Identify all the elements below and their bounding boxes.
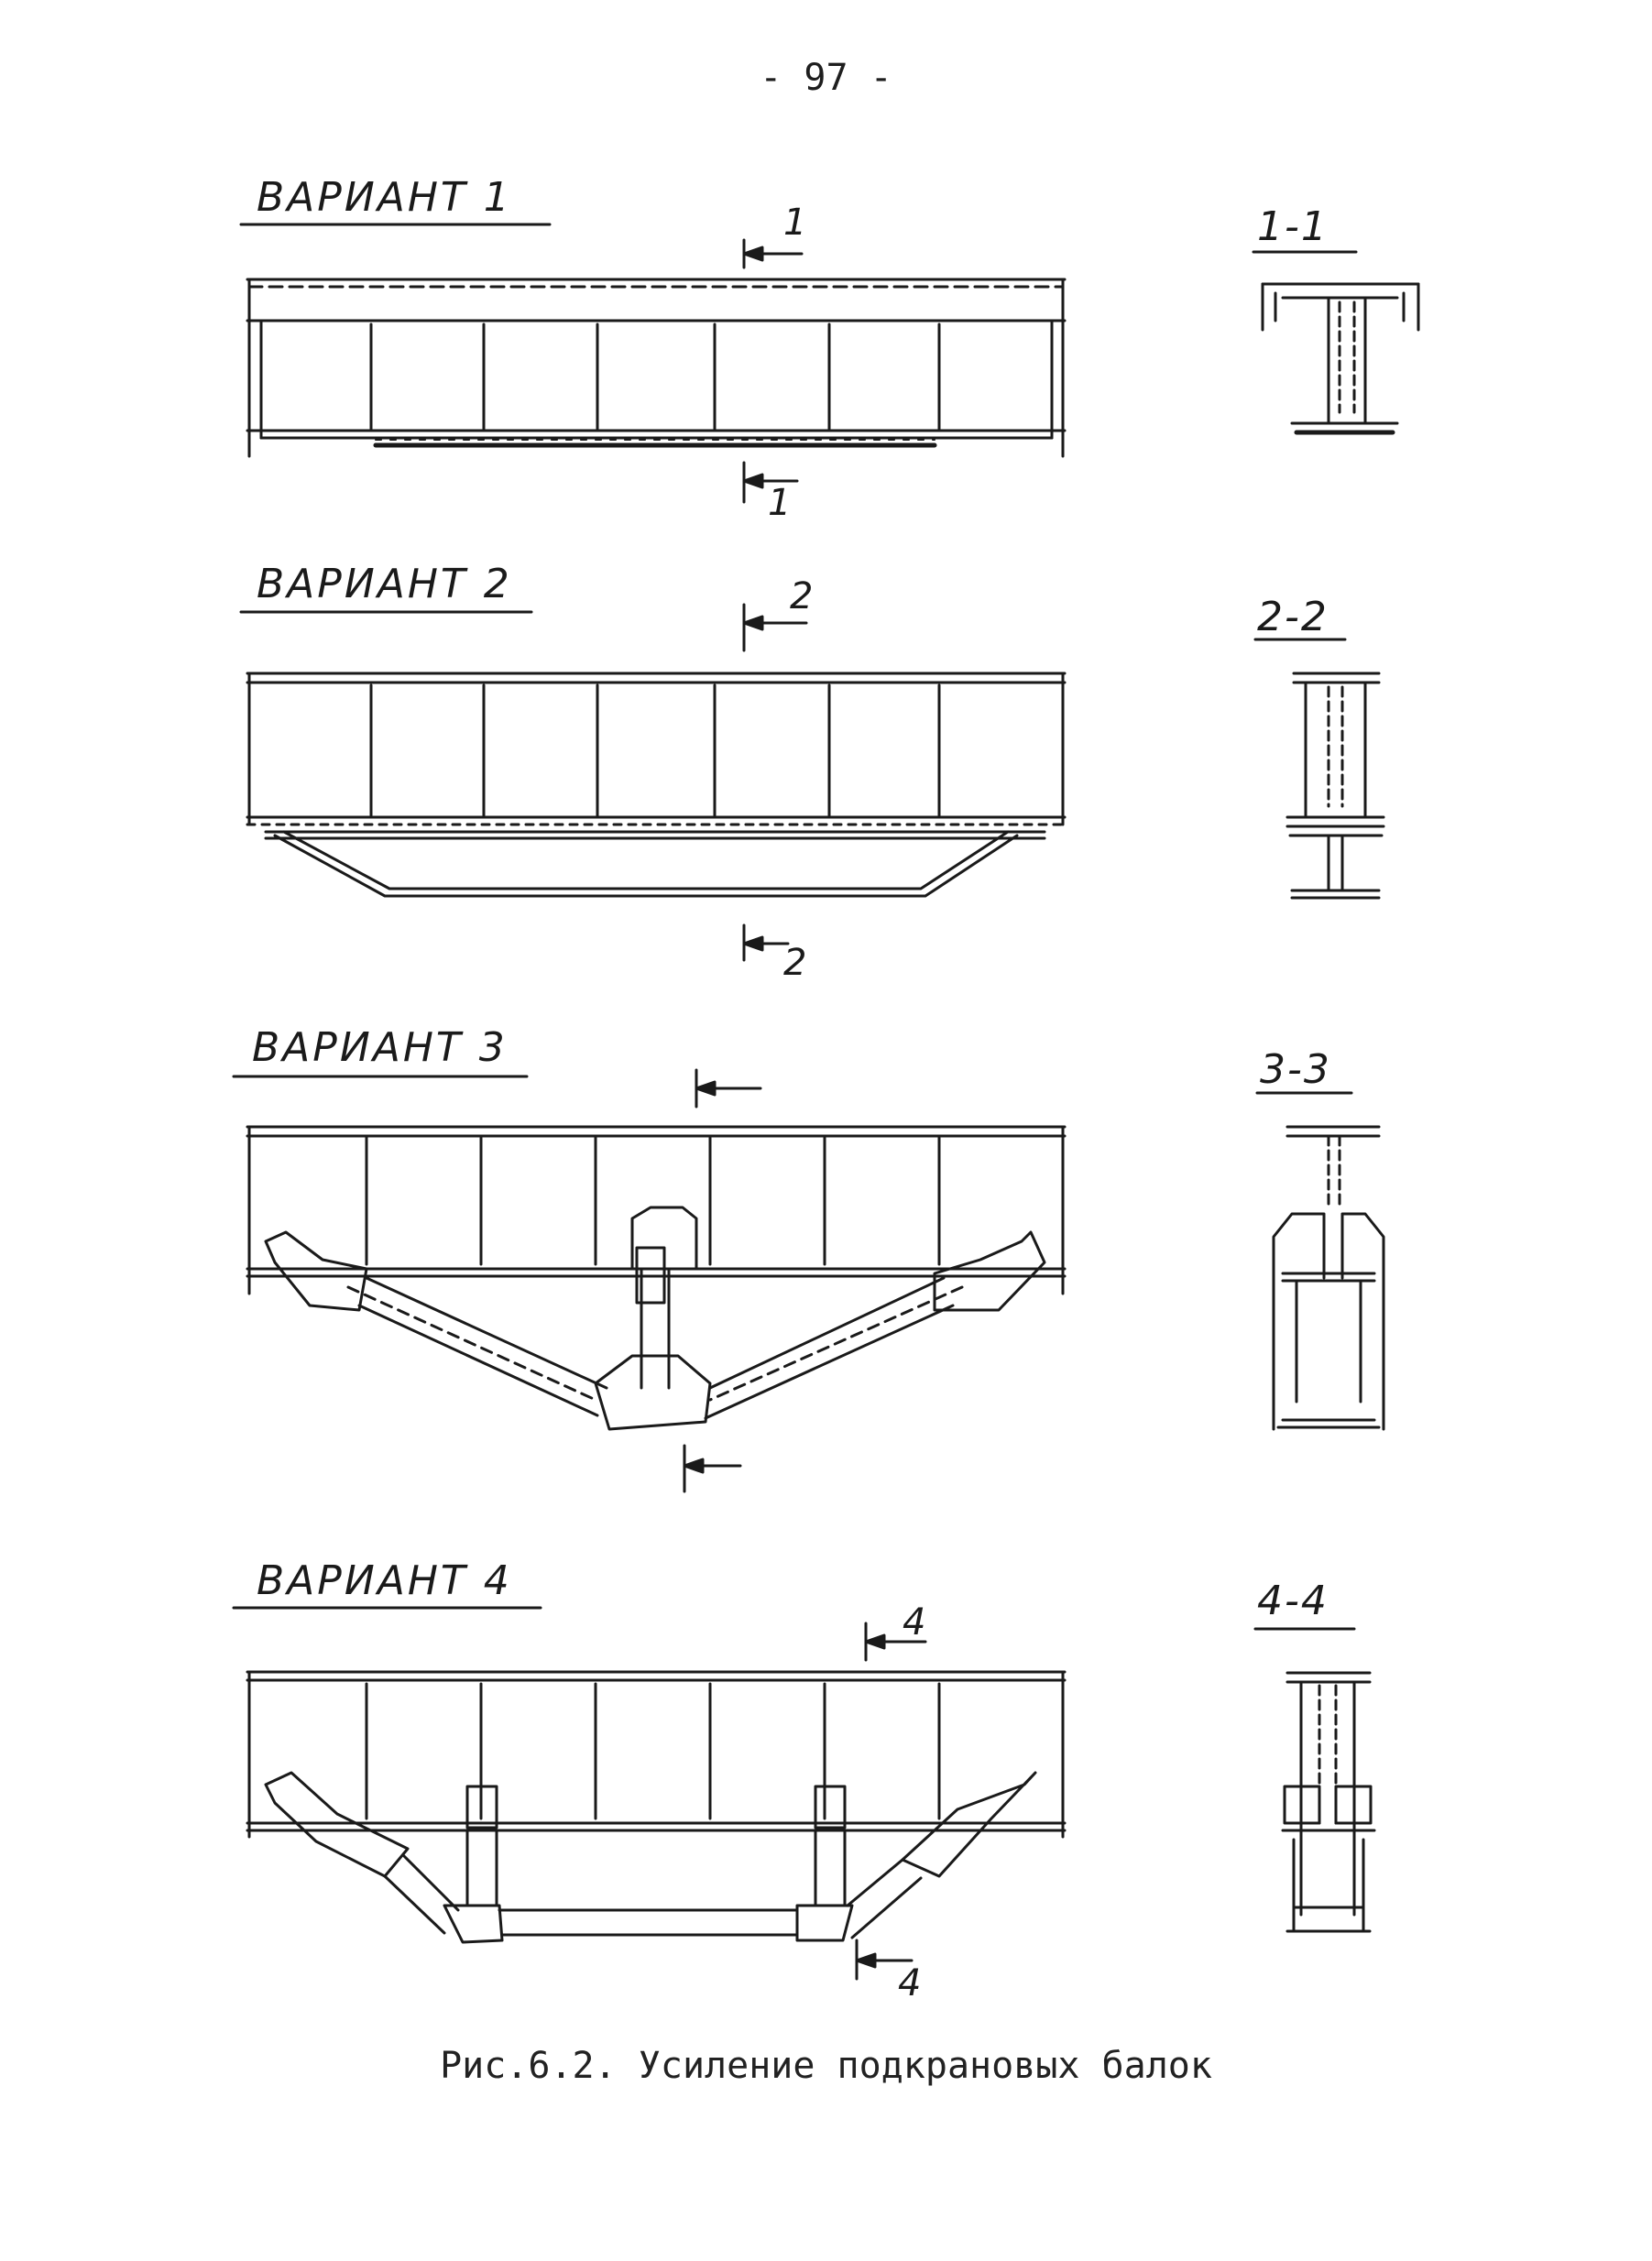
variant-3-title: ВАРИАНТ 3 [252,1024,508,1071]
variant-2-title: ВАРИАНТ 2 [257,561,512,607]
section-1-1-drawing [1261,282,1420,435]
variant-2-beam [246,672,1067,898]
variant-1-title: ВАРИАНТ 1 [257,174,512,221]
cut-1-bottom-number: 1 [768,482,792,524]
section-4-4-title: 4-4 [1257,1578,1329,1624]
cut-4-top-number: 4 [903,1601,926,1644]
cut-4-markers [855,1622,927,1981]
variant-4-title: ВАРИАНТ 4 [257,1557,512,1604]
cut-1-top-number: 1 [783,202,807,244]
page-number: - 97 - [760,57,892,99]
cut-2-top-number: 2 [790,575,814,617]
figure-caption: Рис.6.2. Усиление подкрановых балок [440,2045,1212,2087]
section-2-2-drawing [1285,672,1385,900]
cut-1-markers [742,238,804,504]
cut-2-markers [742,603,808,962]
cut-4-bottom-number: 4 [898,1962,922,2004]
variant-3-beam [246,1125,1067,1431]
section-2-2-title: 2-2 [1257,594,1329,640]
section-4-4-drawing [1281,1671,1376,1933]
section-3-3-title: 3-3 [1260,1046,1331,1093]
section-3-3-drawing [1272,1125,1385,1431]
variant-1-beam [246,278,1067,458]
variant-4-beam [246,1670,1067,1944]
cut-2-bottom-number: 2 [783,942,807,984]
cut-3-markers [683,1068,762,1493]
section-1-1-title: 1-1 [1257,203,1329,250]
